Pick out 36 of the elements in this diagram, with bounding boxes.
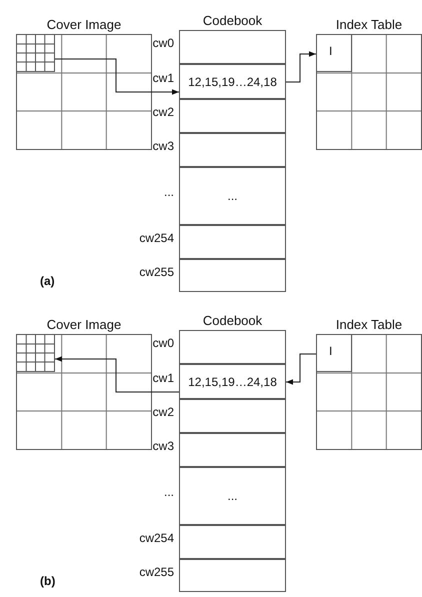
codeword-label: cw1 bbox=[152, 70, 174, 84]
arrow bbox=[286, 51, 316, 82]
codeword-label: cw2 bbox=[152, 105, 174, 119]
codeword-value: ... bbox=[227, 489, 238, 503]
table-title: Codebook bbox=[202, 313, 264, 328]
codeword-label: cw0 bbox=[152, 336, 174, 350]
table-cell bbox=[316, 34, 352, 72]
codeword-label: cw2 bbox=[152, 405, 174, 419]
codeword-value: 12,15,19…24,18 bbox=[188, 374, 277, 388]
codeword-label: cw254 bbox=[139, 231, 174, 245]
index-value: I bbox=[329, 44, 332, 58]
table-title: Index Table bbox=[334, 317, 404, 332]
table-cell bbox=[316, 334, 352, 372]
codeword-label: cw1 bbox=[152, 370, 174, 384]
panel-label: (a) bbox=[40, 274, 55, 288]
codeword-label: cw255 bbox=[139, 264, 174, 278]
table-title: Codebook bbox=[202, 13, 264, 28]
pixel-block bbox=[16, 334, 55, 372]
codeword-value: 12,15,19…24,18 bbox=[188, 74, 277, 88]
codeword-label: ... bbox=[164, 185, 174, 199]
pixel-block bbox=[16, 34, 55, 72]
table-title: Cover Image bbox=[46, 317, 122, 332]
codeword-label: cw0 bbox=[152, 36, 174, 50]
codeword-label: cw255 bbox=[139, 564, 174, 578]
panel-label: (b) bbox=[40, 574, 56, 588]
arrow bbox=[54, 58, 180, 95]
codeword-value: ... bbox=[227, 189, 238, 203]
codeword-label: ... bbox=[164, 485, 174, 499]
arrow bbox=[286, 354, 316, 385]
table-title: Index Table bbox=[334, 17, 404, 32]
arrow bbox=[54, 356, 180, 392]
table-title: Cover Image bbox=[46, 17, 122, 32]
codeword-label: cw3 bbox=[152, 139, 174, 153]
codeword-label: cw254 bbox=[139, 531, 174, 545]
index-value: I bbox=[329, 344, 332, 358]
codeword-label: cw3 bbox=[152, 439, 174, 453]
